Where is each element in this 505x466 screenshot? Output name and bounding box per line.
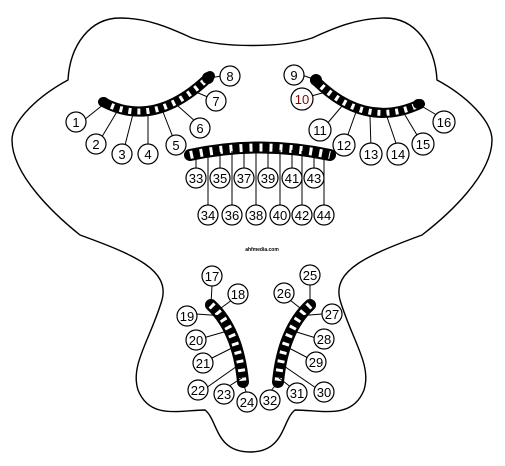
svg-text:10: 10 — [295, 92, 309, 107]
svg-text:30: 30 — [317, 385, 331, 400]
label-27: 27 — [322, 304, 342, 324]
label-15: 15 — [412, 133, 434, 155]
svg-text:15: 15 — [416, 137, 430, 152]
svg-text:33: 33 — [189, 171, 203, 186]
label-35: 35 — [210, 168, 230, 188]
label-8: 8 — [220, 66, 240, 86]
label-6: 6 — [190, 118, 210, 138]
label-42: 42 — [292, 205, 312, 225]
label-22: 22 — [188, 380, 208, 400]
svg-text:6: 6 — [196, 121, 203, 136]
face-outline — [12, 18, 492, 452]
svg-text:25: 25 — [303, 268, 317, 283]
label-29: 29 — [306, 352, 326, 372]
svg-text:8: 8 — [226, 69, 233, 84]
svg-text:18: 18 — [231, 287, 245, 302]
svg-text:14: 14 — [391, 147, 405, 162]
svg-text:21: 21 — [196, 356, 210, 371]
label-25: 25 — [300, 265, 320, 285]
svg-text:29: 29 — [309, 355, 323, 370]
label-30: 30 — [314, 382, 334, 402]
svg-text:40: 40 — [273, 208, 287, 223]
svg-text:42: 42 — [295, 208, 309, 223]
svg-text:17: 17 — [205, 269, 219, 284]
svg-text:24: 24 — [240, 395, 254, 410]
svg-text:22: 22 — [191, 383, 205, 398]
svg-text:36: 36 — [225, 208, 239, 223]
watermark-text: ahfmedia.com — [245, 247, 279, 253]
svg-text:16: 16 — [437, 115, 451, 130]
label-2: 2 — [86, 134, 106, 154]
svg-text:23: 23 — [217, 387, 231, 402]
label-14: 14 — [387, 143, 409, 165]
label-20: 20 — [186, 330, 206, 350]
svg-text:2: 2 — [92, 137, 99, 152]
svg-text:26: 26 — [277, 286, 291, 301]
label-10: 10 — [291, 88, 313, 110]
label-31: 31 — [287, 383, 307, 403]
label-44: 44 — [314, 205, 334, 225]
label-11: 11 — [309, 119, 331, 141]
svg-text:4: 4 — [144, 147, 151, 162]
svg-text:9: 9 — [290, 68, 297, 83]
label-18: 18 — [228, 284, 248, 304]
label-41: 41 — [282, 168, 302, 188]
label-19: 19 — [177, 306, 197, 326]
label-7: 7 — [206, 91, 226, 111]
svg-text:13: 13 — [364, 147, 378, 162]
svg-text:34: 34 — [201, 208, 215, 223]
label-9: 9 — [284, 65, 304, 85]
svg-text:31: 31 — [290, 386, 304, 401]
label-1: 1 — [66, 112, 86, 132]
label-43: 43 — [304, 168, 324, 188]
svg-text:20: 20 — [189, 333, 203, 348]
svg-text:35: 35 — [213, 171, 227, 186]
svg-text:39: 39 — [261, 171, 275, 186]
svg-text:43: 43 — [307, 171, 321, 186]
label-33: 33 — [186, 168, 206, 188]
svg-text:27: 27 — [325, 307, 339, 322]
label-3: 3 — [112, 144, 132, 164]
label-39: 39 — [258, 168, 278, 188]
svg-text:7: 7 — [212, 94, 219, 109]
label-34: 34 — [198, 205, 218, 225]
svg-text:37: 37 — [237, 171, 251, 186]
svg-text:19: 19 — [180, 309, 194, 324]
label-5: 5 — [166, 135, 186, 155]
label-16: 16 — [433, 111, 455, 133]
label-13: 13 — [360, 143, 382, 165]
svg-text:41: 41 — [285, 171, 299, 186]
label-40: 40 — [270, 205, 290, 225]
svg-text:1: 1 — [72, 115, 79, 130]
label-28: 28 — [314, 329, 334, 349]
label-38: 38 — [246, 205, 266, 225]
label-12: 12 — [333, 134, 355, 156]
svg-text:3: 3 — [118, 147, 125, 162]
label-26: 26 — [274, 283, 294, 303]
svg-text:12: 12 — [337, 138, 351, 153]
svg-text:38: 38 — [249, 208, 263, 223]
label-36: 36 — [222, 205, 242, 225]
label-23: 23 — [214, 384, 234, 404]
label-21: 21 — [193, 353, 213, 373]
svg-text:28: 28 — [317, 332, 331, 347]
svg-text:5: 5 — [172, 138, 179, 153]
label-17: 17 — [202, 266, 222, 286]
label-24: 24 — [237, 392, 257, 412]
svg-text:32: 32 — [263, 393, 277, 408]
label-37: 37 — [234, 168, 254, 188]
label-32: 32 — [260, 390, 280, 410]
svg-text:44: 44 — [317, 208, 331, 223]
label-4: 4 — [138, 144, 158, 164]
svg-text:11: 11 — [313, 123, 327, 138]
